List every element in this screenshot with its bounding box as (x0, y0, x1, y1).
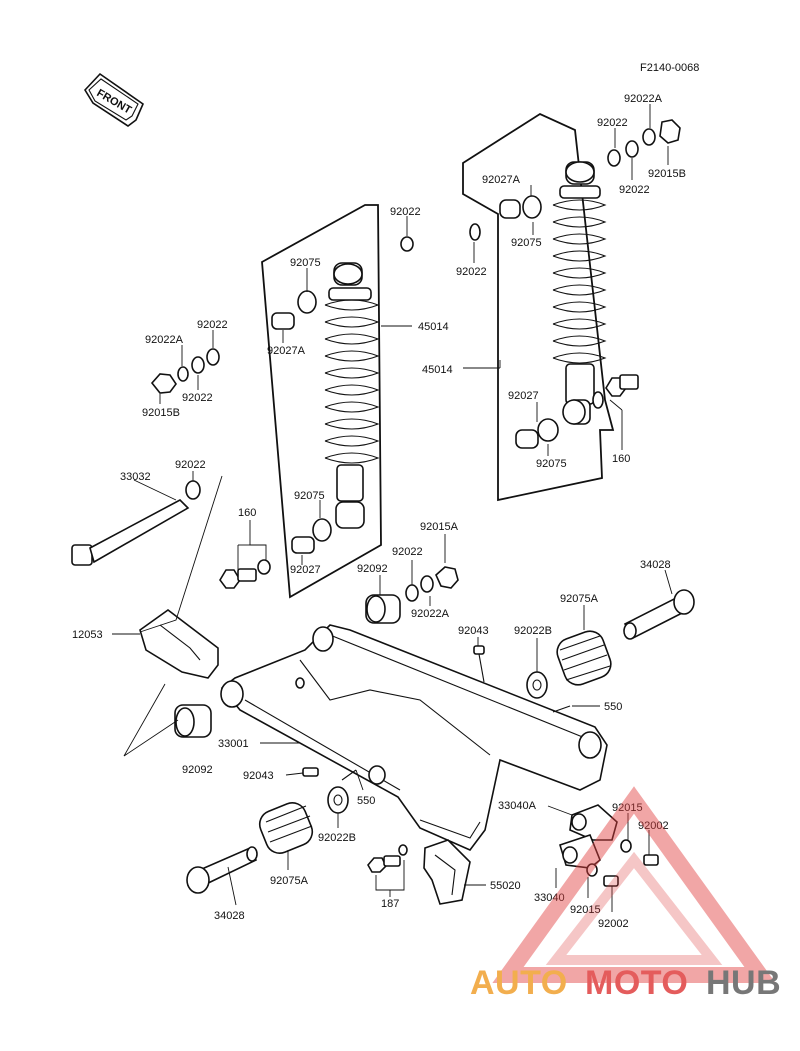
label-92075-r1: 92075 (511, 237, 542, 249)
label-45014-r: 45014 (422, 364, 453, 376)
part-labels: 92022A 92022 92015B 92022 92027A 92022 9… (72, 93, 686, 930)
left-shock-bushings-bottom (291, 518, 332, 554)
center-top-washer (400, 236, 414, 252)
label-92075-l1: 92075 (290, 257, 321, 269)
left-shock-absorber (324, 262, 380, 529)
label-92075-r2: 92075 (536, 458, 567, 470)
right-pin-550 (552, 705, 571, 713)
link-33040 (559, 834, 601, 869)
label-34028-r: 34028 (640, 559, 671, 571)
label-92027A-l: 92027A (267, 345, 306, 357)
left-shock-group-frame (261, 204, 382, 599)
label-92027A-r: 92027A (482, 174, 521, 186)
bracket-55020 (423, 839, 471, 905)
watermark-triangle-icon (492, 786, 776, 983)
label-33001: 33001 (218, 738, 249, 750)
label-550-l: 550 (357, 795, 375, 807)
left-bolt-160 (219, 559, 271, 589)
label-92075-l2: 92075 (294, 490, 325, 502)
label-33032: 33032 (120, 471, 151, 483)
left-bushing-92092 (174, 704, 212, 738)
label-55020: 55020 (490, 880, 521, 892)
left-top-washers-nut (150, 348, 220, 394)
label-92022-tr1: 92022 (597, 117, 628, 129)
label-92022-l3: 92022 (175, 459, 206, 471)
label-92092-c: 92092 (357, 563, 388, 575)
right-shock-bushings-top (499, 195, 542, 219)
label-45014-l: 45014 (418, 321, 449, 333)
label-92043-l: 92043 (243, 770, 274, 782)
right-shock-group-frame (462, 112, 615, 502)
left-pin-550 (341, 769, 357, 781)
label-92027-l: 92027 (290, 564, 321, 576)
label-160-r: 160 (612, 453, 630, 465)
watermark-logo: AUTO MOTO HUB (470, 786, 781, 1002)
right-mid-washer (469, 223, 481, 241)
label-92022-c: 92022 (392, 546, 423, 558)
watermark-text-moto: MOTO (585, 964, 688, 1002)
label-12053: 12053 (72, 629, 103, 641)
label-92022-l1: 92022 (197, 319, 228, 331)
left-pivot-collar-92075A (258, 802, 314, 854)
axle-bolt-33032 (71, 480, 201, 566)
leader-lines (112, 104, 673, 912)
label-92015-r: 92015 (612, 802, 643, 814)
right-washer-92022B (526, 671, 548, 699)
label-92015B-tr: 92015B (648, 168, 686, 180)
center-washers-nut (405, 566, 459, 602)
label-92022-tr2: 92022 (619, 184, 650, 196)
label-92022-mid: 92022 (390, 206, 421, 218)
label-92027-r: 92027 (508, 390, 539, 402)
label-92022A-l: 92022A (145, 334, 184, 346)
label-92092-l: 92092 (182, 764, 213, 776)
right-top-washers-nut (607, 119, 681, 167)
label-92022B-l: 92022B (318, 832, 356, 844)
bolt-187 (367, 844, 408, 873)
front-arrow-icon: FRONT (83, 72, 144, 127)
label-92002-r: 92002 (638, 820, 669, 832)
label-187: 187 (381, 898, 399, 910)
label-550-r: 550 (604, 701, 622, 713)
right-shock-bushings-bottom (515, 399, 586, 449)
label-33040: 33040 (534, 892, 565, 904)
left-shock-bushings-top (271, 290, 317, 330)
watermark-text-hub: HUB (706, 964, 781, 1002)
label-92022A-c: 92022A (411, 608, 450, 620)
right-bolt-160 (592, 374, 639, 409)
right-washer-hole (532, 679, 542, 691)
label-92022B-r: 92022B (514, 625, 552, 637)
watermark-text-auto: AUTO (470, 964, 568, 1002)
bushing-leader (123, 683, 179, 757)
swing-arm-33001 (220, 624, 608, 851)
label-92043-r: 92043 (458, 625, 489, 637)
left-washer-hole (333, 794, 343, 806)
link-33040A (569, 804, 618, 841)
diagram-code: F2140-0068 (640, 62, 699, 74)
link-fasteners (586, 839, 659, 887)
label-92075A-l: 92075A (270, 875, 309, 887)
chain-guide-leader (139, 475, 223, 633)
right-pivot-shaft-34028 (623, 589, 695, 640)
label-92022-l2: 92022 (182, 392, 213, 404)
label-34028-l: 34028 (214, 910, 245, 922)
center-bushing-92092 (365, 594, 401, 624)
label-92075A-r: 92075A (560, 593, 599, 605)
label-92022-mid2: 92022 (456, 266, 487, 278)
right-pivot-collar-92075A (556, 630, 612, 686)
label-33040A: 33040A (498, 800, 537, 812)
label-92022A-tr: 92022A (624, 93, 663, 105)
label-92002-b: 92002 (598, 918, 629, 930)
label-92015A: 92015A (420, 521, 459, 533)
chain-guide-12053 (139, 609, 219, 679)
left-pivot-shaft-34028 (186, 846, 258, 894)
label-92015-b: 92015 (570, 904, 601, 916)
left-bolt-92043 (302, 767, 319, 777)
right-shock-absorber (552, 161, 607, 425)
label-160-l: 160 (238, 507, 256, 519)
left-washer-92022B (327, 786, 349, 814)
label-92015B-l: 92015B (142, 407, 180, 419)
right-bolt-92043 (473, 645, 485, 683)
